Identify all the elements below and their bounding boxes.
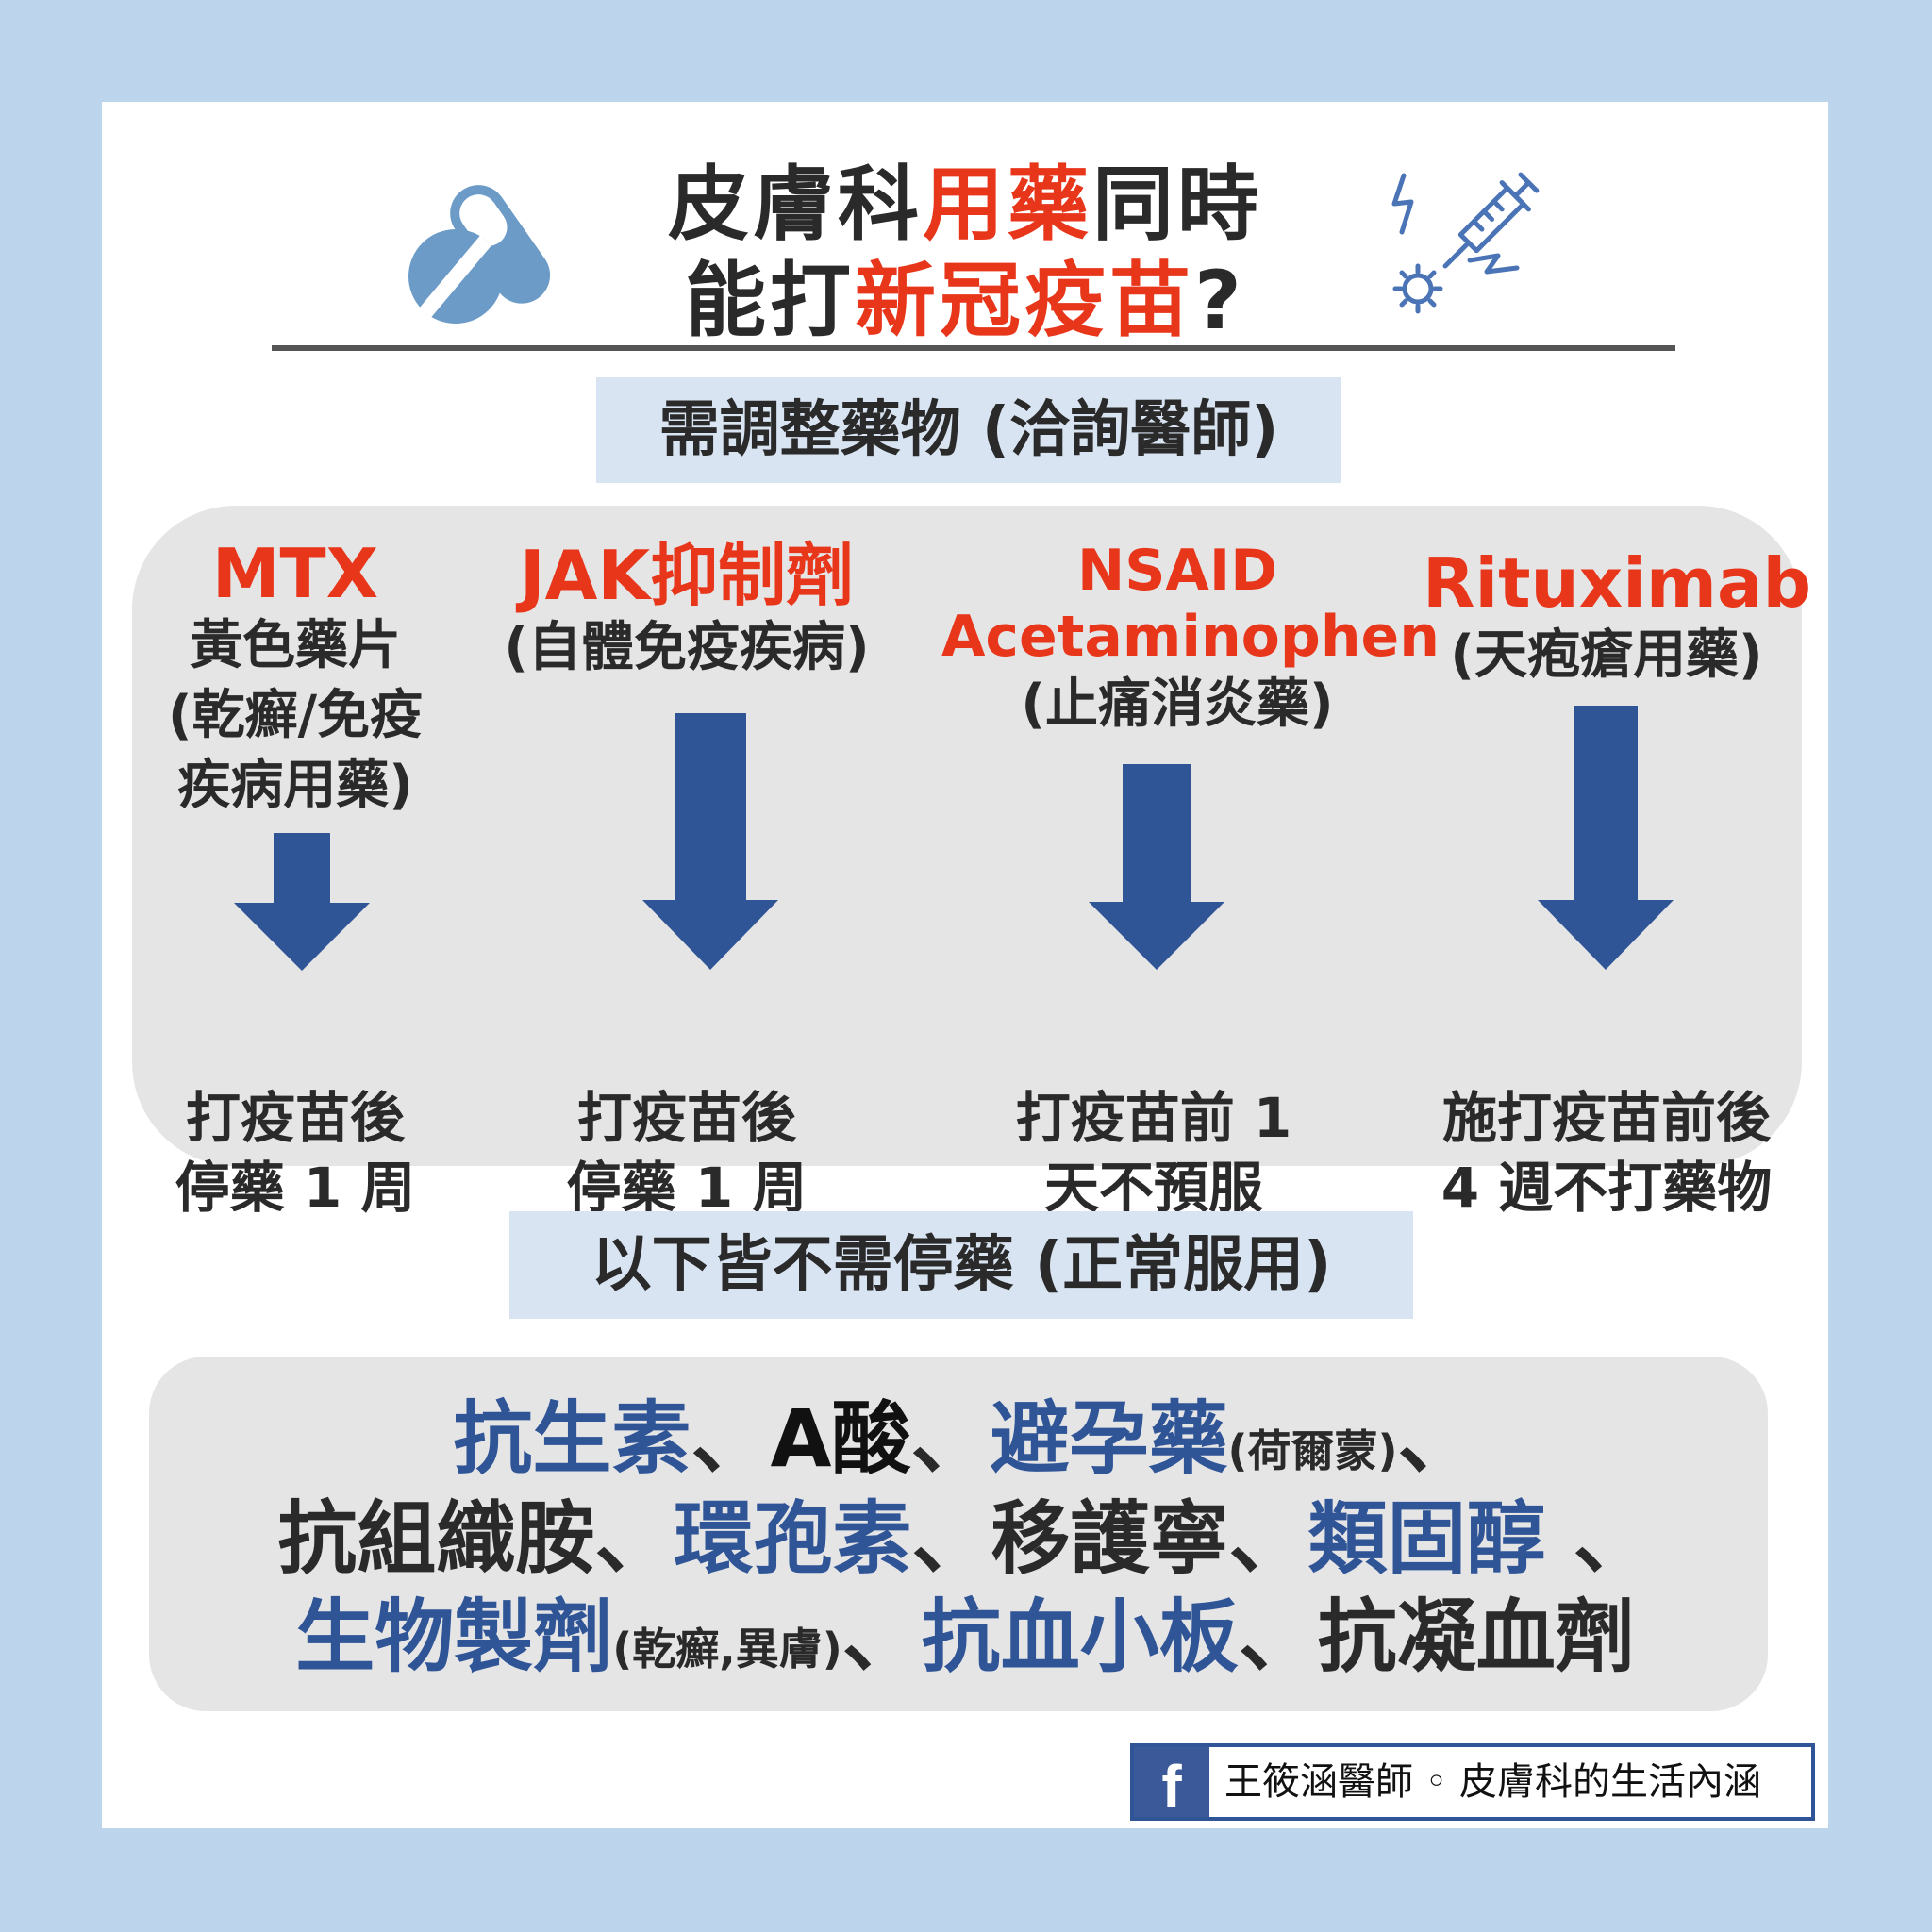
- pills-icon: [408, 185, 551, 324]
- drug-note-nsaid: 打疫苗前 1 天不預服: [974, 1083, 1333, 1223]
- drug-column-mtx: MTX 黃色藥片 (乾癬/免疫 疾病用藥): [140, 536, 451, 821]
- drug-note-line: 打疫苗後: [576, 1086, 796, 1150]
- drug-note-mtx: 打疫苗後 停藥 1 周: [140, 1083, 451, 1223]
- safe-drug-note: (乾癬,異膚): [612, 1624, 842, 1674]
- safe-drug: 避孕藥: [990, 1392, 1228, 1485]
- down-arrow-icon: [1538, 706, 1674, 970]
- safe-drug-note: (荷爾蒙): [1227, 1425, 1398, 1476]
- safe-drug: 抗血小板: [921, 1591, 1239, 1683]
- drug-column-rituximab: Rituximab (天疱瘡用藥): [1423, 543, 1812, 691]
- footer-credit-text: 王筱涵醫師 ◦ 皮膚科的生活內涵: [1224, 1760, 1762, 1804]
- drug-name-line: NSAID: [1077, 538, 1277, 604]
- down-arrow-icon: [234, 833, 370, 971]
- safe-drug: 類固醇: [1307, 1492, 1546, 1585]
- infographic-card: 皮膚科用藥同時 能打新冠疫苗? 需調整藥物 (洽詢醫師): [102, 102, 1828, 1828]
- drug-note-rituximab: 施打疫苗前後 4 週不打藥物: [1413, 1083, 1800, 1223]
- drug-note-line: 停藥 1 周: [175, 1156, 416, 1220]
- drug-note-line: 天不預服: [1043, 1156, 1263, 1220]
- drug-column-jak: JAK抑制劑 (自體免疫疾病): [489, 538, 885, 683]
- drug-name-line: Acetaminophen: [941, 604, 1440, 670]
- drug-desc-line: (止痛消炎藥): [1021, 674, 1334, 735]
- safe-drug: 抗生素: [453, 1392, 691, 1485]
- title-divider: [272, 345, 1675, 351]
- drug-name: MTX: [211, 534, 379, 613]
- drug-desc-line: (乾癬/免疫: [167, 685, 424, 746]
- safe-drug: 移護寧: [991, 1492, 1229, 1585]
- down-arrow-icon: [642, 713, 778, 970]
- facebook-icon: f: [1134, 1747, 1209, 1821]
- drug-desc-line: (天疱瘡用藥): [1450, 625, 1763, 686]
- drug-note-line: 施打疫苗前後: [1441, 1086, 1771, 1150]
- drug-note-line: 停藥 1 周: [566, 1156, 808, 1220]
- drug-desc-line: (自體免疫疾病): [504, 617, 870, 678]
- safe-panel: [149, 1357, 1768, 1711]
- drug-note-jak: 打疫苗後 停藥 1 周: [531, 1083, 842, 1223]
- syringe-virus-icon: [1391, 172, 1540, 314]
- drug-note-line: 4 週不打藥物: [1441, 1156, 1773, 1220]
- safe-list-line-1: 抗生素、A酸、避孕藥(荷爾蒙)、: [453, 1392, 1477, 1485]
- drug-note-line: 打疫苗前 1: [1015, 1086, 1292, 1150]
- title-line-1: 皮膚科用藥同時: [668, 158, 1262, 252]
- safe-section-label: 以下皆不需停藥 (正常服用): [509, 1211, 1413, 1319]
- drug-name: Rituximab: [1423, 543, 1812, 623]
- safe-drug: 生物製劑: [295, 1591, 613, 1683]
- safe-drug: 抗組織胺: [277, 1492, 595, 1585]
- safe-list-line-3: 生物製劑(乾癬,異膚)、抗血小板、抗凝血劑: [295, 1591, 1635, 1683]
- safe-list-line-2: 抗組織胺、環孢素、移護寧、類固醇 、: [277, 1492, 1653, 1585]
- facebook-credit[interactable]: f 王筱涵醫師 ◦ 皮膚科的生活內涵: [1130, 1743, 1815, 1821]
- safe-drug: 環孢素: [674, 1492, 912, 1585]
- drug-name: JAK抑制劑: [519, 536, 855, 615]
- drug-desc-line: 黃色藥片: [190, 615, 401, 676]
- drug-column-nsaid: NSAID Acetaminophen (止痛消炎藥): [941, 538, 1440, 740]
- adjust-section-label: 需調整藥物 (洽詢醫師): [596, 377, 1341, 483]
- drug-desc-line: 疾病用藥): [177, 755, 413, 816]
- adjust-panel: [132, 506, 1802, 1166]
- title-highlight-2: 新冠疫苗: [855, 254, 1195, 348]
- safe-drug: A酸: [770, 1392, 911, 1485]
- safe-drug: 抗凝血劑: [1317, 1591, 1635, 1683]
- title-highlight-1: 用藥: [923, 158, 1092, 252]
- drug-note-line: 打疫苗後: [185, 1086, 405, 1150]
- title-line-2: 能打新冠疫苗?: [685, 254, 1245, 348]
- down-arrow-icon: [1089, 764, 1224, 970]
